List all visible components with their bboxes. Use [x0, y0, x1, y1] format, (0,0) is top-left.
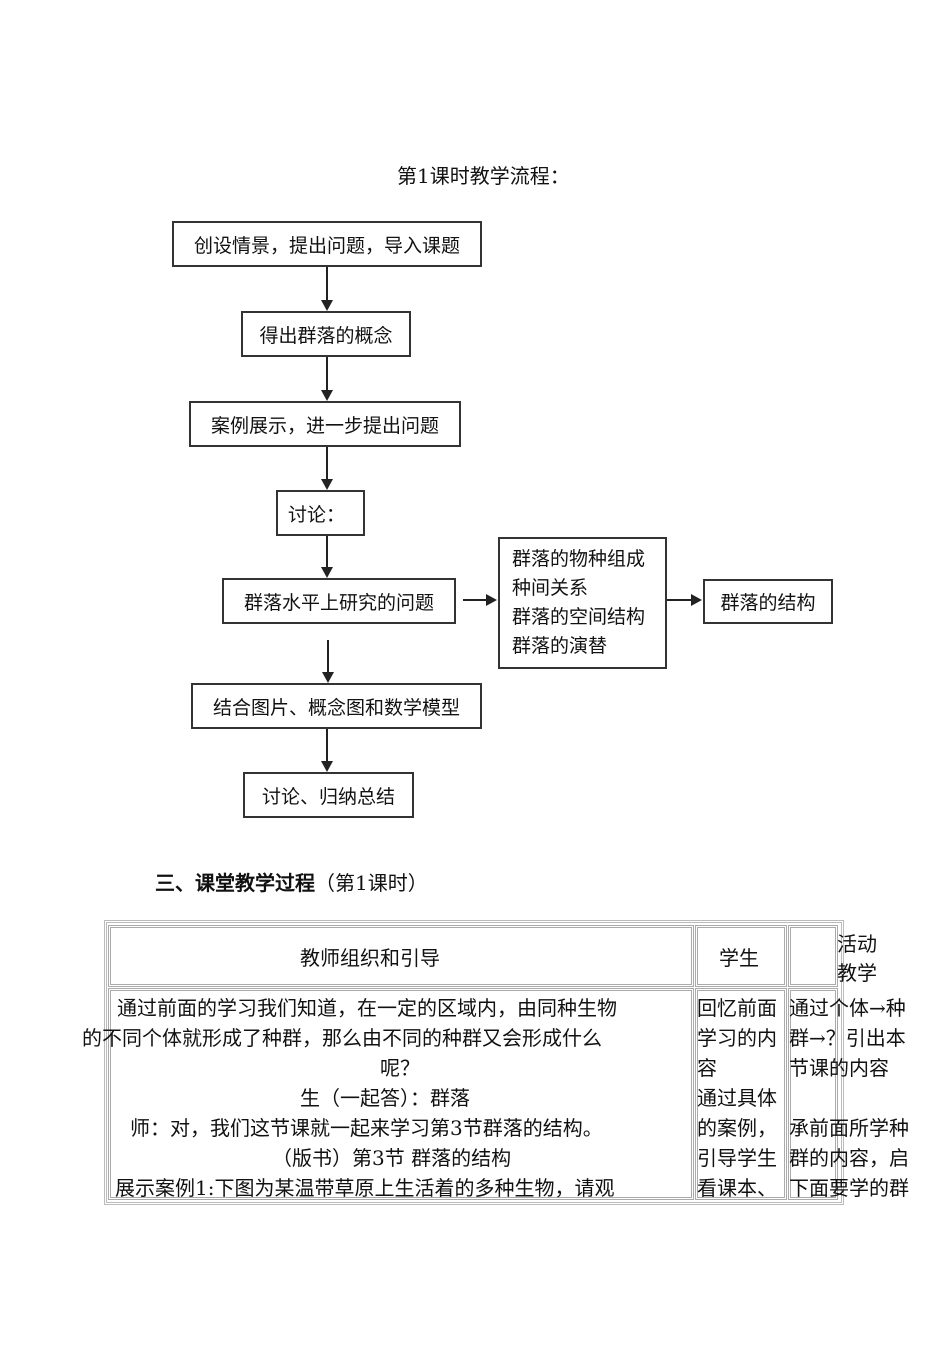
section-heading: 三、课堂教学过程（第1课时）: [155, 867, 428, 896]
student-line: 学习的内: [697, 1026, 777, 1050]
flow-step-3: 案例展示，进一步提出问题: [189, 401, 461, 447]
topic-item: 群落的演替: [512, 635, 608, 657]
topic-item: 群落的物种组成: [512, 548, 646, 570]
activity-line: 群→？引出本: [789, 1026, 906, 1050]
flow-step-7: 讨论、归纳总结: [243, 772, 414, 818]
student-line: 通过具体: [697, 1086, 777, 1110]
teacher-line: 生（一起答）：群落: [300, 1086, 470, 1110]
flow-step-5: 群落水平上研究的问题: [222, 578, 456, 624]
student-line: 看课本、: [697, 1176, 777, 1200]
flow-step-4: 讨论：: [276, 490, 365, 536]
student-line: 的案例，: [697, 1116, 777, 1140]
topic-item: 群落的空间结构: [512, 606, 646, 628]
header-activity-1: 活动: [837, 932, 877, 956]
section-heading-rest: （第1课时）: [315, 871, 428, 895]
teacher-line: （版书）第3节 群落的结构: [272, 1146, 512, 1170]
activity-line: 通过个体→种: [789, 996, 906, 1020]
teacher-line: 通过前面的学习我们知道，在一定的区域内，由同种生物: [117, 996, 617, 1020]
student-line: 回忆前面: [697, 996, 777, 1020]
activity-line: 承前面所学种: [789, 1116, 909, 1140]
student-line: 引导学生: [697, 1146, 777, 1170]
flow-topics-box: 群落的物种组成 种间关系 群落的空间结构 群落的演替: [498, 537, 667, 669]
activity-line: 下面要学的群: [789, 1176, 909, 1200]
flow-step-1: 创设情景，提出问题，导入课题: [172, 221, 482, 267]
teacher-line: 呢？: [380, 1056, 420, 1080]
header-activity-2: 教学: [837, 961, 877, 985]
teacher-line: 的不同个体就形成了种群，那么由不同的种群又会形成什么: [82, 1026, 602, 1050]
flow-result: 群落的结构: [703, 579, 833, 624]
activity-line: 节课的内容: [789, 1056, 889, 1080]
topic-item: 种间关系: [512, 577, 589, 599]
section-heading-bold: 三、课堂教学过程: [155, 871, 315, 895]
student-line: 容: [697, 1056, 717, 1080]
teacher-line: 展示案例1:下图为某温带草原上生活着的多种生物，请观: [115, 1176, 615, 1200]
header-teacher: 教师组织和引导: [300, 946, 440, 970]
flow-step-2: 得出群落的概念: [241, 311, 411, 357]
header-student: 学生: [719, 946, 759, 970]
flow-title: 第1课时教学流程：: [397, 164, 570, 188]
teacher-line: 师：对，我们这节课就一起来学习第3节群落的结构。: [130, 1116, 603, 1140]
activity-line: 群的内容，启: [789, 1146, 909, 1170]
flow-step-6: 结合图片、概念图和数学模型: [191, 683, 482, 729]
